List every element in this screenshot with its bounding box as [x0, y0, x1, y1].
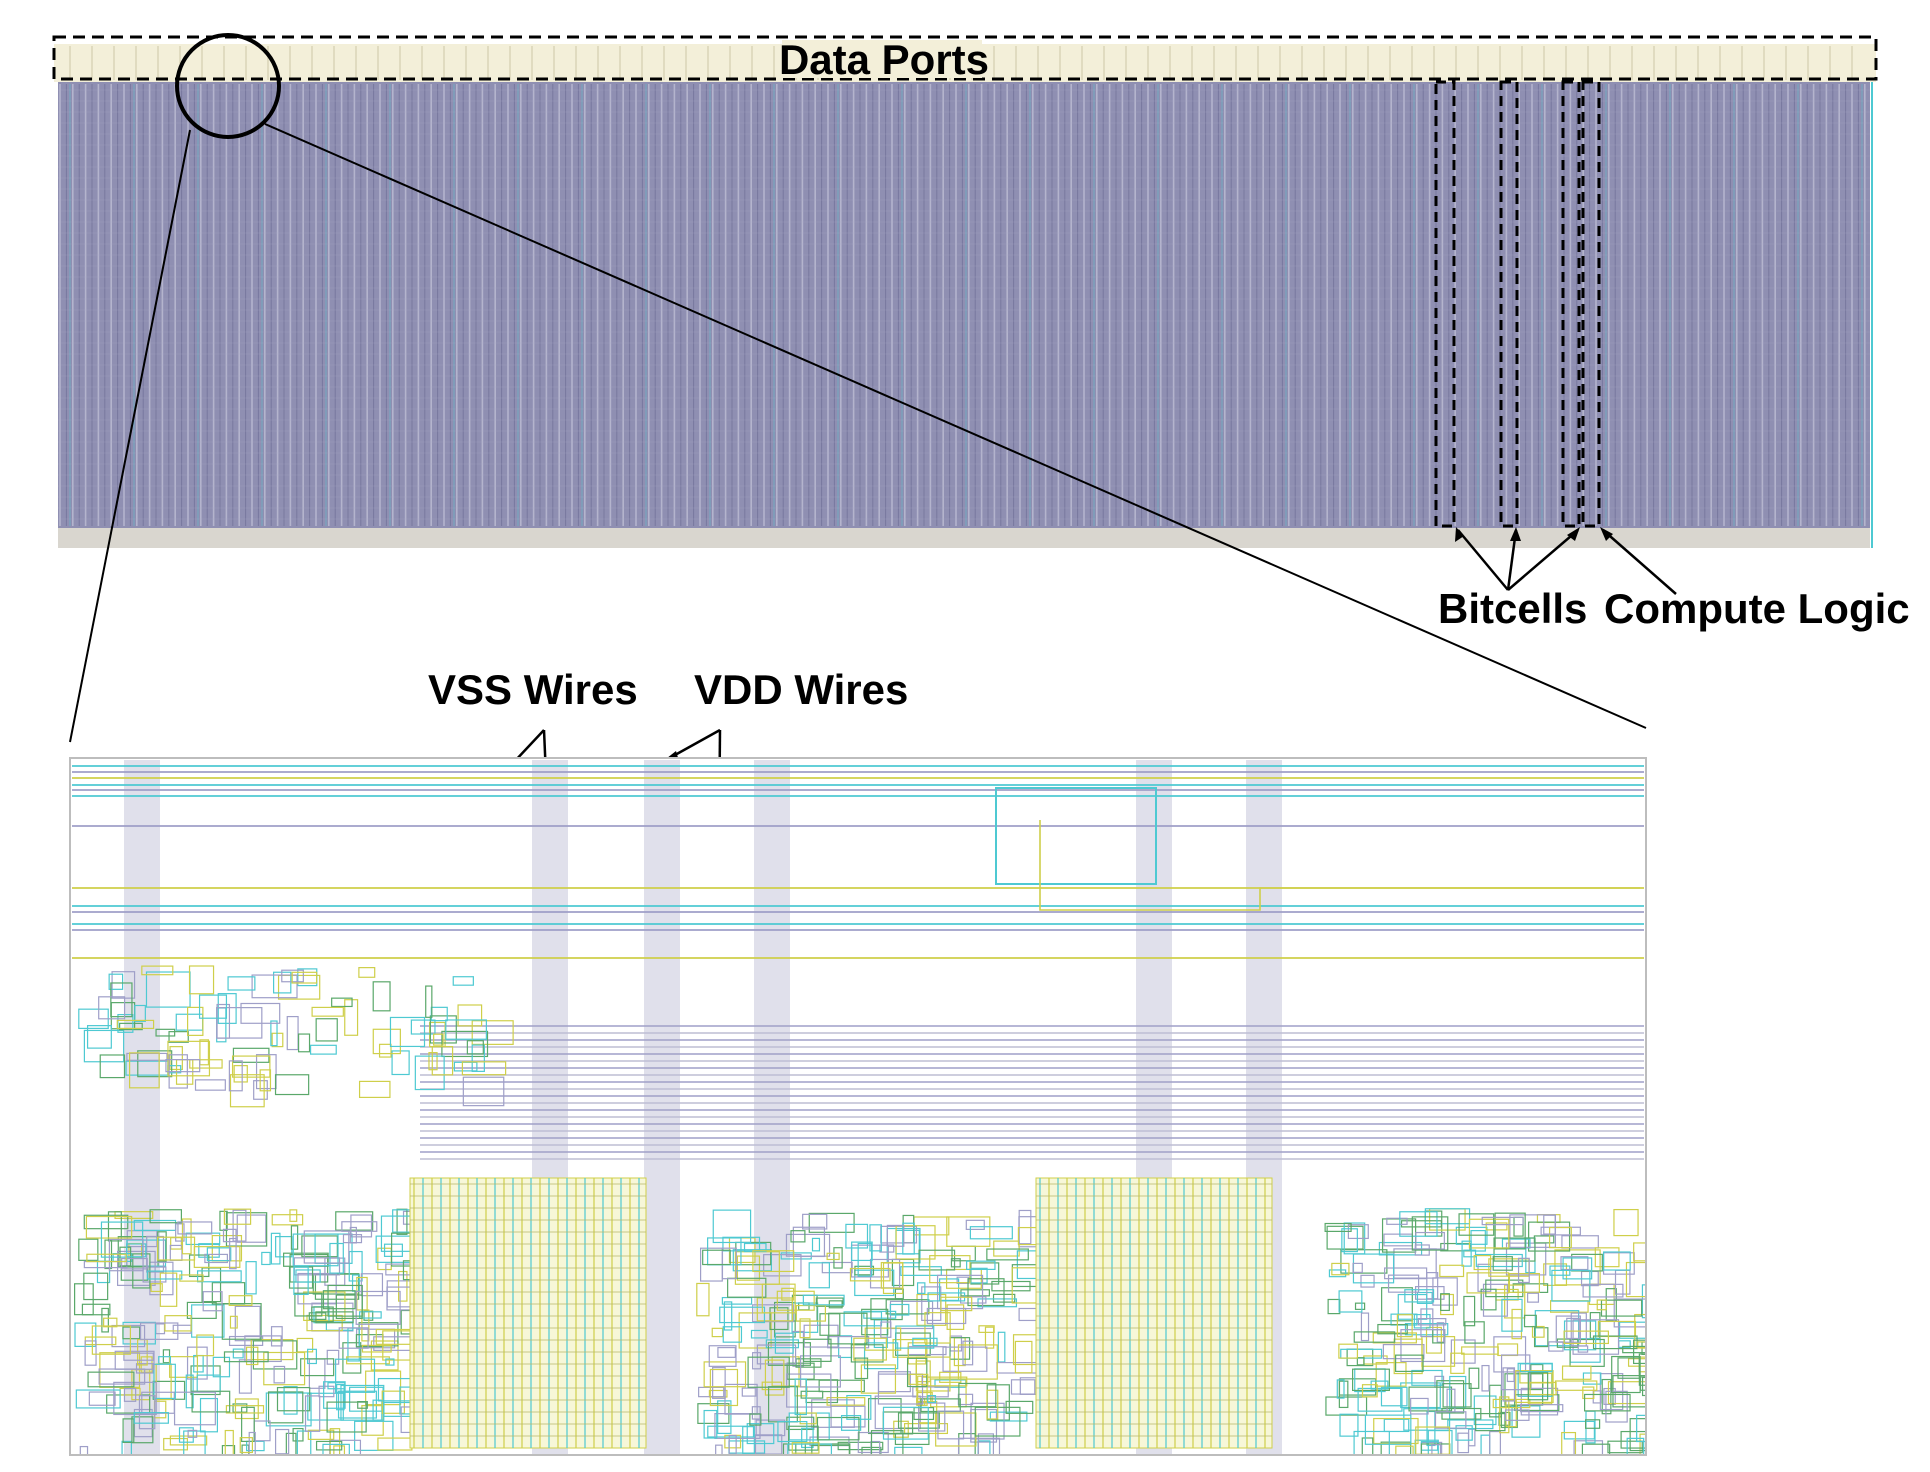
vss-wires-callout: VSS Wires [428, 666, 638, 798]
zoomed-layout [69, 757, 1647, 1456]
data-ports-box [52, 35, 1878, 81]
zoom-line-right [264, 123, 1647, 729]
compute-logic-column [1581, 80, 1601, 528]
horizontal-routing-wires [72, 765, 1644, 1160]
array-columns [58, 84, 1870, 526]
bitcells-callout: Bitcells [1438, 527, 1587, 632]
array-overview: Data Ports [52, 33, 1878, 548]
bitcells-label: Bitcells [1438, 585, 1587, 632]
bitcell-column-1 [1434, 80, 1456, 528]
standard-cells [74, 965, 1645, 1454]
zoom-region-circle [175, 33, 281, 139]
vss-wires-label: VSS Wires [428, 666, 638, 713]
array-bottom-strip [58, 528, 1870, 548]
array-body [58, 82, 1870, 542]
zoom-line-left [69, 129, 191, 743]
bitcell-column-2 [1499, 80, 1519, 528]
compute-logic-callout: Compute Logic [1600, 527, 1910, 632]
data-ports-label-bg [782, 40, 982, 78]
compute-logic-label: Compute Logic [1604, 585, 1910, 632]
vdd-wires-label: VDD Wires [694, 666, 908, 713]
bitcell-column-3 [1561, 80, 1581, 528]
vdd-wires-callout: VDD Wires [662, 666, 908, 952]
zoom-frame [69, 757, 1647, 1456]
data-ports-label: Data Ports [779, 36, 989, 83]
